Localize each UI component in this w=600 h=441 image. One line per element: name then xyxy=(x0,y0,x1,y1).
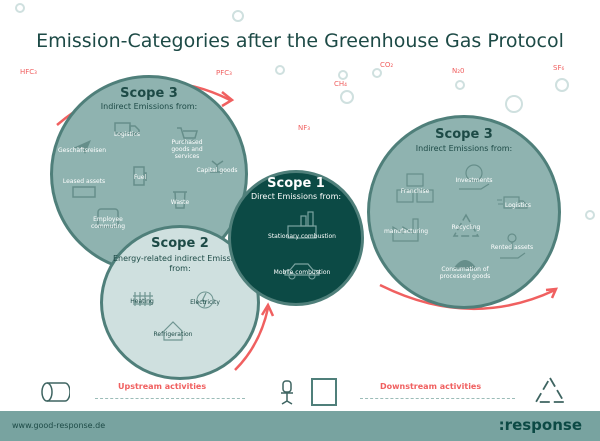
gas-label: N₂0 xyxy=(452,67,465,75)
gas-label: CH₄ xyxy=(334,80,347,88)
car-icon xyxy=(282,261,322,281)
item-label: Purchased goods and services xyxy=(171,139,203,160)
gas-label: NF₃ xyxy=(298,124,311,132)
recycle-icon xyxy=(533,375,567,405)
upstream-arrow xyxy=(95,398,245,399)
hands-group-icon xyxy=(450,254,480,270)
factory-icon xyxy=(285,210,319,240)
item-label: manufacturing xyxy=(383,228,429,235)
item-label: Heating xyxy=(130,298,154,305)
bubble-icon xyxy=(455,80,465,90)
item-label: Waste xyxy=(170,199,190,206)
truck-icon xyxy=(496,195,528,213)
item-label: Logistics xyxy=(114,131,140,138)
item-label: Electricity xyxy=(190,299,220,306)
downstream-arrow xyxy=(360,398,515,399)
factory-icon xyxy=(390,215,426,243)
truck-icon xyxy=(114,121,140,137)
bubble-icon xyxy=(372,68,382,78)
gas-label: SF₆ xyxy=(553,64,565,72)
downstream-label: Downstream activities xyxy=(380,382,482,391)
item-label: Franchise xyxy=(400,188,430,195)
scope3-downstream-subtitle: Indirect Emissions from: xyxy=(415,144,513,153)
scope3-upstream-subtitle: Indirect Emissions from: xyxy=(100,102,198,111)
bubble-icon xyxy=(232,10,244,22)
item-label: Recycling xyxy=(451,224,481,231)
gas-label: PFC₃ xyxy=(216,69,232,77)
radiator-icon xyxy=(131,288,153,308)
office-chair-icon xyxy=(279,380,295,406)
item-label: Investments xyxy=(455,177,493,184)
item-label: Fuel xyxy=(133,174,147,181)
item-label: Consumation of processed goods xyxy=(439,266,491,280)
bubble-icon xyxy=(275,65,285,75)
bubble-icon xyxy=(15,3,25,13)
item-label: Employee commuting xyxy=(90,216,126,230)
trash-icon xyxy=(171,188,189,210)
bubble-icon xyxy=(505,95,523,113)
page-title: Emission-Categories after the Greenhouse… xyxy=(36,30,564,52)
upstream-label: Upstream activities xyxy=(118,382,207,391)
gas-label: CO₂ xyxy=(380,61,394,69)
bus-icon xyxy=(96,207,120,231)
scope2-subtitle: Energy-related indirect Emissions from: xyxy=(112,254,248,273)
store-icon xyxy=(395,172,435,206)
hand-key-icon xyxy=(497,232,527,262)
item-label: Mobile combustion xyxy=(273,269,331,276)
scope1-heading: Scope 1 xyxy=(267,176,325,191)
item-label: Capital goods xyxy=(196,167,238,174)
scope3-downstream-circle xyxy=(367,115,561,309)
bubble-icon xyxy=(340,90,354,104)
scope1-circle xyxy=(228,170,364,306)
item-label: Leased assets xyxy=(62,178,106,185)
scope3-upstream-heading: Scope 3 xyxy=(120,86,178,101)
scope1-subtitle: Direct Emissions from: xyxy=(250,192,342,201)
response-logo: :response xyxy=(498,416,582,434)
bubble-icon xyxy=(555,78,569,92)
gas-label: HFC₃ xyxy=(20,68,37,76)
lightning-icon xyxy=(195,290,215,310)
item-label: Rented assets xyxy=(490,244,534,251)
key-icon xyxy=(71,184,97,200)
robot-arm-icon xyxy=(206,156,228,174)
footer xyxy=(0,411,600,441)
website-link[interactable]: www.good-response.de xyxy=(12,421,106,430)
scope3-downstream-heading: Scope 3 xyxy=(435,127,493,142)
item-label: Refrigeration xyxy=(153,331,193,338)
recycle-icon xyxy=(451,212,481,240)
log-icon xyxy=(40,380,70,404)
house-snowflake-icon xyxy=(162,320,184,342)
cabinet-icon xyxy=(311,378,337,406)
fuel-pump-icon xyxy=(132,165,148,187)
bubble-icon xyxy=(338,70,348,80)
item-label: Logistics xyxy=(505,202,531,209)
money-bag-icon xyxy=(457,163,491,193)
item-label: Stationary combustion xyxy=(268,233,336,240)
airplane-icon xyxy=(71,136,93,156)
scope2-heading: Scope 2 xyxy=(151,236,209,251)
shopping-cart-icon xyxy=(175,125,199,143)
item-label: Geschäftsreisen xyxy=(57,147,107,154)
bubble-icon xyxy=(585,210,595,220)
